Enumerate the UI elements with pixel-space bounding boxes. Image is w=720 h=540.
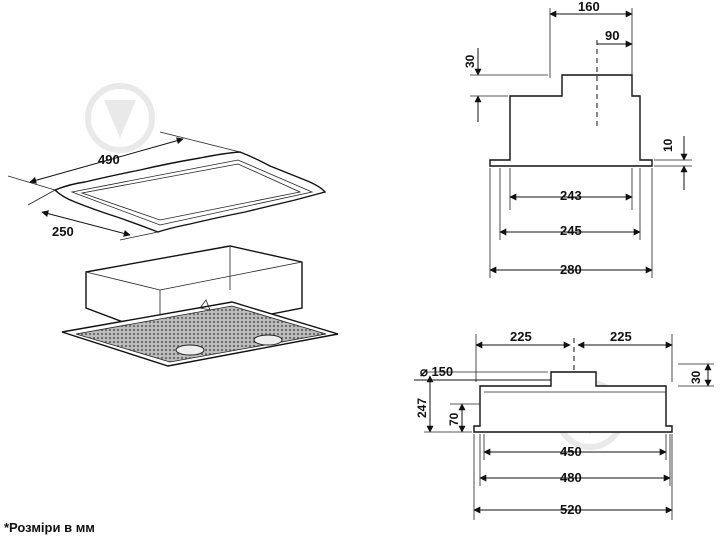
front-view: 225 225 ⌀ 150 30 247 70 450 480 520 bbox=[414, 329, 714, 520]
side-flange-width-label: 280 bbox=[560, 262, 582, 277]
hood-unit bbox=[61, 245, 339, 367]
front-flange-width-label: 520 bbox=[560, 502, 582, 517]
front-total-height-label: 247 bbox=[415, 398, 429, 418]
cutout-width-dimension: 250 bbox=[27, 189, 159, 241]
side-width-total-label: 160 bbox=[578, 0, 600, 14]
front-inner-width-label: 450 bbox=[560, 444, 582, 459]
side-outlet-height-label: 30 bbox=[463, 54, 477, 68]
front-outlet-diameter-label: ⌀ 150 bbox=[420, 364, 453, 379]
units-footnote: *Розміри в мм bbox=[4, 520, 95, 535]
side-inner-width-label: 243 bbox=[560, 188, 582, 203]
side-view: 160 90 30 10 243 245 280 bbox=[463, 0, 692, 278]
front-half-right-label: 225 bbox=[610, 329, 632, 344]
side-body-width-label: 245 bbox=[560, 223, 582, 238]
cutout-length-label: 490 bbox=[98, 152, 120, 167]
cutout-width-label: 250 bbox=[52, 224, 74, 239]
front-outlet-height-label: 30 bbox=[689, 370, 703, 384]
front-half-left-label: 225 bbox=[510, 329, 532, 344]
front-body-width-label: 480 bbox=[560, 470, 582, 485]
cutout-length-dimension: 490 bbox=[7, 131, 241, 191]
front-body-height-label: 70 bbox=[447, 412, 461, 426]
side-outlet-width-label: 90 bbox=[605, 28, 619, 43]
side-flange-thickness-label: 10 bbox=[661, 138, 675, 152]
watermark-logo-left bbox=[85, 83, 155, 153]
